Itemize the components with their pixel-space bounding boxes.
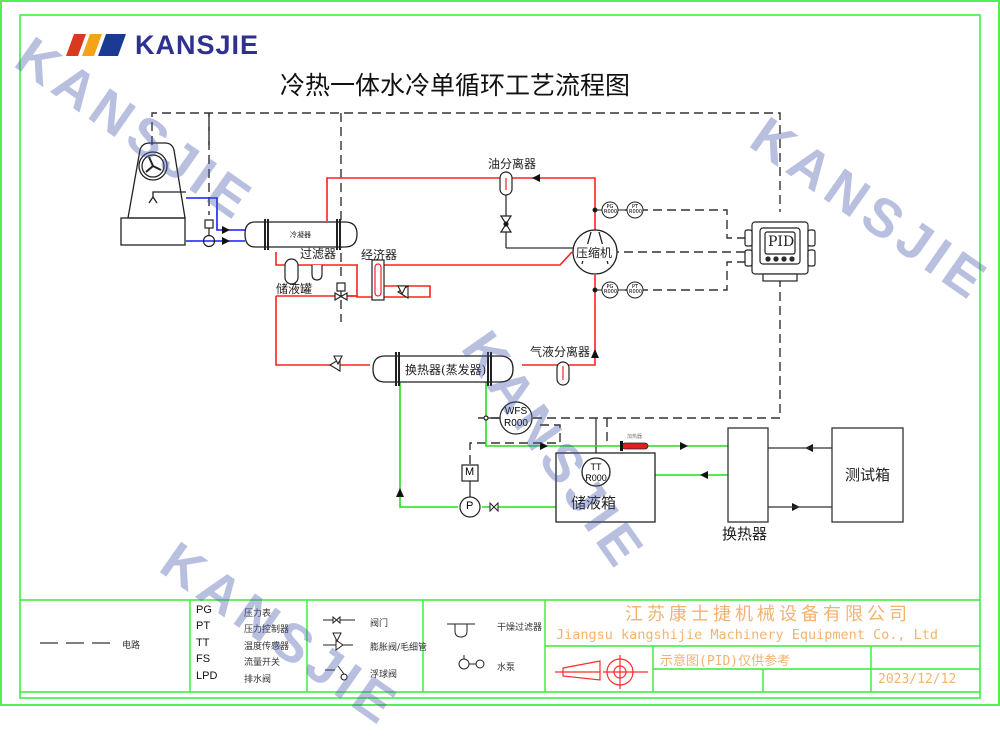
legend-valve-desc: 阀门: [370, 619, 389, 629]
cooling-water-pump: [202, 219, 216, 248]
refrigerant-lines: [275, 177, 596, 366]
expansion-valve-economizer: [396, 285, 409, 299]
receiver-label: 储液罐: [276, 282, 313, 296]
legend-code: FS: [196, 653, 211, 665]
legend-equipment-symbols: [447, 623, 485, 670]
cooling-water-lines: [186, 197, 245, 242]
logo-mark: [66, 34, 126, 56]
process-flow-diagram: [0, 0, 1000, 706]
company-name-en: Jiangsu kangshijie Machinery Equipment C…: [556, 627, 939, 643]
receiver-tank: [284, 258, 299, 285]
motor: [461, 464, 479, 497]
solenoid-valve: [334, 282, 348, 302]
signal-lines: [151, 112, 781, 465]
logo-text: KANSJIE: [135, 30, 260, 60]
flow-switch: [483, 401, 533, 435]
heat-exchanger: [727, 427, 769, 523]
condenser: [244, 219, 358, 250]
drawing-border: [19, 14, 981, 699]
filter-label: 过滤器: [300, 247, 337, 261]
projection-symbol: [555, 655, 648, 689]
gate-valve: [489, 501, 499, 513]
pid-controller-label: PID: [768, 234, 795, 250]
hx-chamber-lines: [768, 447, 832, 508]
condenser-label: 冷凝器: [290, 231, 311, 239]
motor-label: M: [465, 466, 475, 478]
cooling-tower: [120, 142, 186, 246]
pid-controller: [744, 221, 816, 282]
legend-line-label: 电路: [122, 641, 141, 651]
gas-liquid-separator-label: 气液分离器: [530, 345, 591, 359]
heater: [620, 441, 649, 451]
pid-note: 示意图(PID)仅供参考: [660, 654, 791, 669]
compressor-label: 压缩机: [576, 244, 613, 261]
tank-label: 储液箱: [571, 494, 617, 512]
gas-liquid-separator: [556, 361, 570, 386]
economizer-label: 经济器: [361, 248, 398, 262]
expansion-valve-main: [328, 355, 343, 372]
company-name-cn: 江苏康士捷机械设备有限公司: [625, 604, 911, 625]
pump-label: P: [466, 500, 474, 512]
legend-desc: 压力控制器: [244, 625, 290, 635]
legend-desc: 流量开关: [244, 658, 281, 668]
legend-valve-desc: 膨胀阀/毛细管: [370, 643, 428, 653]
title-block-grid: [20, 599, 980, 693]
circulation-pump: [459, 496, 481, 518]
legend-equipment-desc: 干燥过滤器: [497, 623, 543, 633]
legend-code: LPD: [196, 670, 218, 682]
legend-code: TT: [196, 637, 210, 649]
legend-equipment-desc: 水泵: [497, 663, 516, 673]
test-chamber: [831, 427, 904, 523]
oil-separator-label: 油分离器: [488, 157, 537, 171]
legend-code: PT: [196, 620, 211, 632]
legend-desc: 压力表: [244, 609, 272, 619]
storage-tank: [555, 452, 656, 523]
drawing-date: 2023/12/12: [878, 672, 957, 687]
evaporator: [372, 352, 514, 386]
legend-desc: 温度传感器: [244, 642, 290, 652]
gauge-group: [592, 201, 644, 299]
legend-desc: 排水阀: [244, 675, 272, 685]
filter: [311, 265, 323, 281]
outer-border: [0, 0, 1000, 706]
oil-separator: [499, 171, 575, 249]
heater-label: 加热器: [627, 434, 643, 440]
test-chamber-label: 测试箱: [845, 466, 891, 484]
legend-valve-symbols: [323, 615, 355, 681]
flow-arrows: [222, 174, 813, 511]
legend-code: PG: [196, 604, 212, 616]
economizer: [371, 259, 385, 301]
legend-valve-desc: 浮球阀: [370, 670, 398, 680]
page-title: 冷热一体水冷单循环工艺流程图: [280, 71, 631, 100]
heat-exchanger-label: 换热器: [722, 525, 768, 543]
evaporator-label: 换热器(蒸发器): [405, 363, 487, 377]
